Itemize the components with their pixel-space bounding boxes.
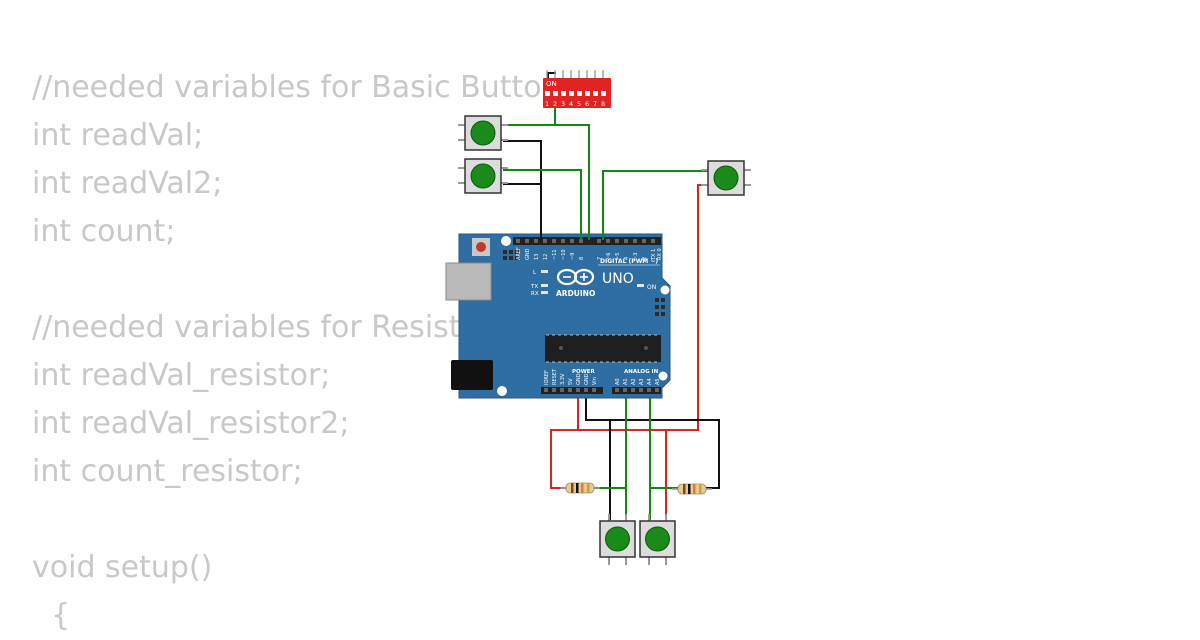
code-line: void setup() bbox=[32, 550, 213, 585]
digital-label: DIGITAL (PWM ~) bbox=[600, 258, 658, 265]
pin-label: AREF bbox=[516, 247, 522, 260]
pin-label: Vin bbox=[592, 377, 598, 385]
pin-label: 2 bbox=[553, 100, 557, 108]
code-editor[interactable]: //needed variables for Basic Button int r… bbox=[32, 64, 592, 640]
pin-label: A0 bbox=[615, 378, 621, 385]
pin-label: A1 bbox=[623, 378, 629, 385]
code-line: int readVal_resistor2; bbox=[32, 406, 350, 441]
on-label: ON bbox=[647, 284, 656, 291]
resistor-right[interactable] bbox=[672, 483, 712, 495]
pin-label: A4 bbox=[647, 378, 653, 385]
pushbutton-right[interactable] bbox=[701, 160, 751, 196]
pin-label: ~11 bbox=[552, 249, 558, 260]
pin-label: 6 bbox=[585, 100, 589, 108]
led-rx-label: RX bbox=[531, 291, 539, 297]
wire-green bbox=[503, 169, 582, 240]
code-line: int readVal_resistor; bbox=[32, 358, 331, 393]
wire-red bbox=[550, 429, 578, 489]
pushbutton-top-2[interactable] bbox=[458, 158, 508, 194]
arduino-logo-icon bbox=[556, 268, 595, 286]
code-line: int readVal2; bbox=[32, 166, 223, 201]
usb-port bbox=[445, 262, 492, 301]
pin-label: A3 bbox=[639, 378, 645, 385]
board-model: UNO bbox=[602, 271, 634, 287]
dip-on-label: ON bbox=[546, 80, 557, 88]
pin-label: 8 bbox=[579, 257, 585, 260]
led-tx-label: TX bbox=[530, 284, 538, 290]
led-l-label: L bbox=[533, 270, 537, 276]
pushbutton-top-1[interactable] bbox=[458, 115, 508, 151]
pin-label: 5V bbox=[568, 378, 574, 385]
wire-green bbox=[503, 124, 590, 240]
pushbutton-bottom-1[interactable] bbox=[599, 514, 636, 565]
wire-black bbox=[503, 140, 542, 240]
pin-label: GND bbox=[584, 373, 590, 385]
board-brand: ARDUINO bbox=[556, 289, 595, 298]
code-line: //needed variables for Basic Button bbox=[32, 70, 561, 105]
pin-label: TX 1 bbox=[651, 249, 657, 261]
pin-label: 2 bbox=[642, 257, 648, 260]
power-label: POWER bbox=[572, 369, 596, 375]
pin-label: 12 bbox=[543, 254, 549, 260]
pin-label: A2 bbox=[631, 378, 637, 385]
pin-label: 13 bbox=[534, 254, 540, 260]
code-line: int count; bbox=[32, 214, 176, 249]
pin-label: 8 bbox=[601, 100, 605, 108]
pushbutton-bottom-2[interactable] bbox=[639, 514, 676, 565]
pin-label: ~10 bbox=[561, 249, 567, 260]
resistor-left[interactable] bbox=[560, 482, 600, 494]
analog-label: ANALOG IN bbox=[624, 369, 659, 375]
pin-label: 4 bbox=[569, 100, 573, 108]
pin-label: A5 bbox=[655, 378, 661, 385]
power-jack bbox=[451, 360, 493, 390]
pin-label: 3 bbox=[561, 100, 565, 108]
pin-label: 7 bbox=[597, 257, 603, 260]
pin-label: GND bbox=[525, 248, 531, 260]
code-line: { bbox=[32, 598, 71, 633]
digital-header bbox=[513, 237, 661, 245]
pin-label: 5 bbox=[577, 100, 581, 108]
pin-label: RX 0 bbox=[657, 248, 663, 260]
pin-label: IOREF bbox=[544, 370, 550, 385]
pin-label: GND bbox=[576, 373, 582, 385]
pin-label: ~9 bbox=[570, 253, 576, 260]
pin-label: ~5 bbox=[615, 253, 621, 260]
microcontroller-chip bbox=[545, 335, 661, 362]
pin-label: RESET bbox=[552, 368, 558, 385]
pin-label: ~6 bbox=[606, 253, 612, 260]
pin-label: 4 bbox=[624, 257, 630, 260]
wire-black bbox=[585, 392, 720, 489]
code-line: int count_resistor; bbox=[32, 454, 303, 489]
code-line: int readVal; bbox=[32, 118, 204, 153]
pin-label: 3.3V bbox=[560, 373, 566, 385]
wire-green bbox=[602, 170, 710, 240]
pin-label: 1 bbox=[545, 100, 549, 108]
pin-label: ~3 bbox=[633, 253, 639, 260]
pin-label: 7 bbox=[593, 100, 597, 108]
analog-header bbox=[612, 387, 661, 394]
